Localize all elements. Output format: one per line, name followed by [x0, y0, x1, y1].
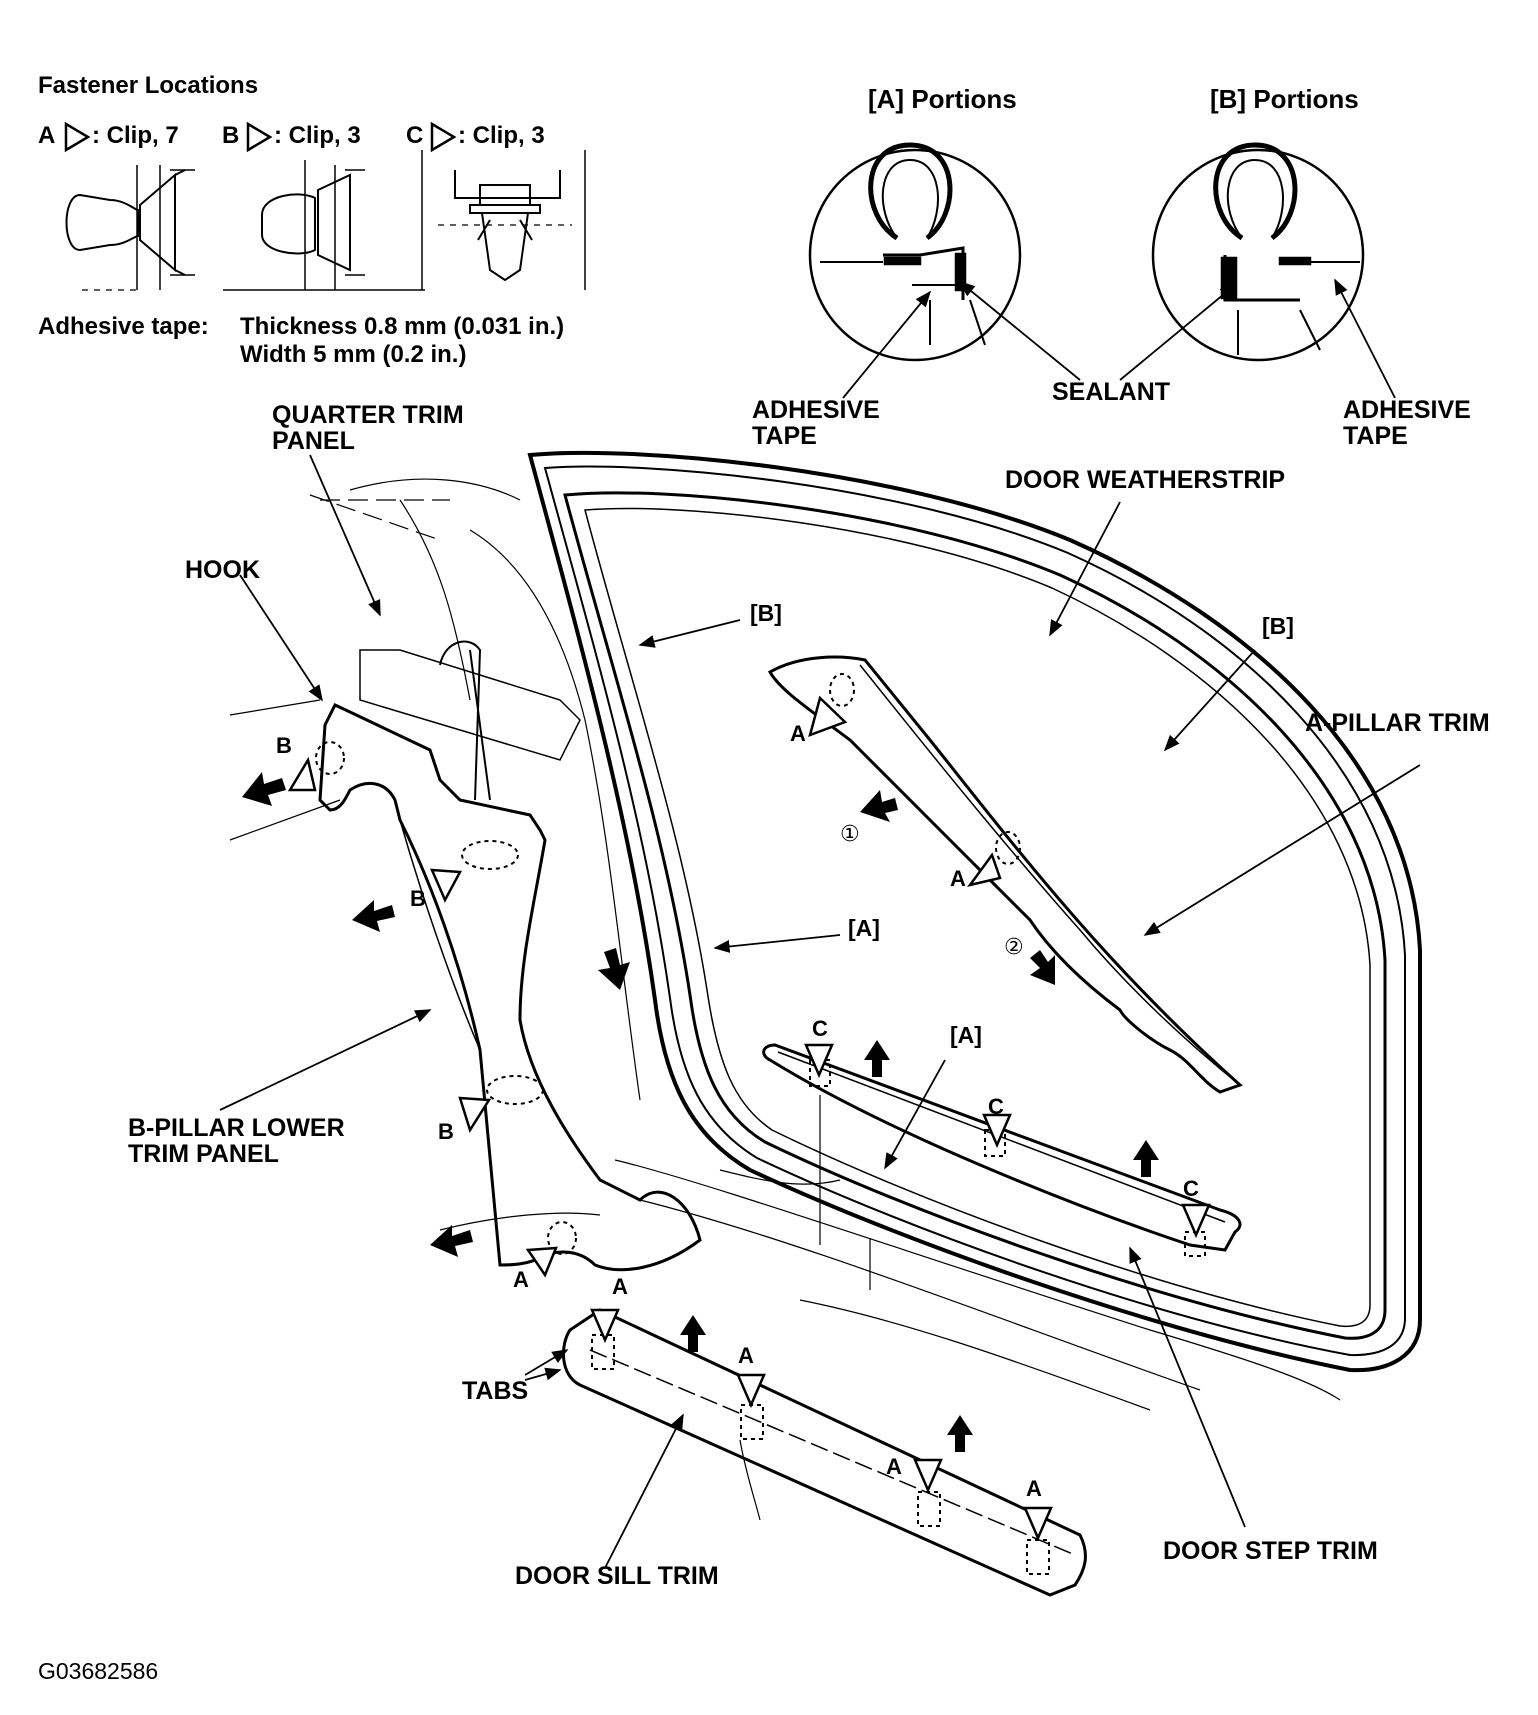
clip-letter-a: A — [1026, 1476, 1042, 1501]
adhesive-tape-label: Adhesive tape: — [38, 313, 209, 340]
portion-marker-b-right: [B] — [1262, 613, 1294, 639]
clip-location-markers — [287, 695, 1211, 1542]
door-sill-trim-label: DOOR SILL TRIM — [515, 1562, 719, 1590]
clip-triangle-icons — [64, 121, 457, 153]
clip-letter-b: B — [438, 1119, 454, 1144]
adhesive-tape-right-label-1: ADHESIVE — [1343, 396, 1471, 424]
clip-letter-b: B — [276, 733, 292, 758]
clip-detail-b — [223, 160, 425, 291]
portion-marker-a-middle: [A] — [848, 915, 880, 941]
figure-id: G03682586 — [38, 1658, 159, 1684]
clip-letter-a: A — [950, 866, 966, 891]
portion-marker-a-lower: [A] — [950, 1022, 982, 1048]
door-step-trim-label: DOOR STEP TRIM — [1163, 1537, 1378, 1565]
removal-step-1: ① — [840, 821, 860, 846]
removal-step-2: ② — [1004, 934, 1024, 959]
b-pillar-lower-trim-shape — [315, 640, 702, 1272]
removal-direction-arrows — [242, 772, 1159, 1452]
clip-letter-a: A — [790, 721, 806, 746]
adhesive-thickness: Thickness 0.8 mm (0.031 in.) — [240, 313, 565, 340]
clip-b-text: : Clip, 3 — [274, 122, 361, 149]
clip-letter-c: C — [812, 1016, 828, 1041]
a-pillar-trim-label: A-PILLAR TRIM — [1305, 709, 1490, 737]
leader-lines — [219, 278, 1421, 1569]
hook-label: HOOK — [185, 556, 260, 584]
portion-a-circle — [808, 142, 1022, 362]
clip-a-letter: A — [38, 122, 56, 149]
adhesive-tape-left-label-2: TAPE — [752, 422, 817, 450]
clip-letter-c: C — [1183, 1176, 1199, 1201]
portion-marker-b-upper: [B] — [750, 600, 782, 626]
adhesive-tape-left-label-1: ADHESIVE — [752, 396, 880, 424]
b-pillar-lower-trim-label-1: B-PILLAR LOWER — [128, 1114, 345, 1142]
clip-letter-c: C — [988, 1094, 1004, 1119]
clip-letter-a: A — [738, 1343, 754, 1368]
clip-detail-a — [65, 165, 195, 291]
clip-b-letter: B — [222, 122, 240, 149]
door-weatherstrip — [527, 450, 1422, 1373]
a-pillar-trim-shape — [767, 655, 1243, 1094]
clip-c-letter: C — [406, 122, 424, 149]
clip-a-text: : Clip, 7 — [92, 122, 179, 149]
adhesive-tape-right-label-2: TAPE — [1343, 422, 1408, 450]
clip-letter-a: A — [886, 1454, 902, 1479]
clip-detail-c — [421, 150, 586, 290]
clip-letter-a: A — [612, 1274, 628, 1299]
b-pillar-lower-trim-label-2: TRIM PANEL — [128, 1140, 279, 1168]
clip-c-text: : Clip, 3 — [458, 122, 545, 149]
door-sill-trim-shape — [561, 1308, 1087, 1597]
quarter-trim-panel-label-2: PANEL — [272, 427, 355, 455]
portion-b-title: [B] Portions — [1210, 84, 1359, 114]
portion-a-title: [A] Portions — [868, 84, 1017, 114]
fastener-locations-heading: Fastener Locations — [38, 72, 259, 99]
clip-letter-a: A — [513, 1267, 529, 1292]
clip-letter-b: B — [410, 886, 426, 911]
adhesive-width: Width 5 mm (0.2 in.) — [240, 341, 467, 368]
quarter-trim-panel-label-1: QUARTER TRIM — [272, 401, 464, 429]
tabs-label: TABS — [462, 1377, 529, 1405]
sealant-label: SEALANT — [1052, 378, 1171, 406]
door-weatherstrip-label: DOOR WEATHERSTRIP — [1005, 466, 1286, 494]
body-background-lines — [229, 478, 1341, 1411]
door-step-trim-shape — [762, 1043, 1242, 1290]
